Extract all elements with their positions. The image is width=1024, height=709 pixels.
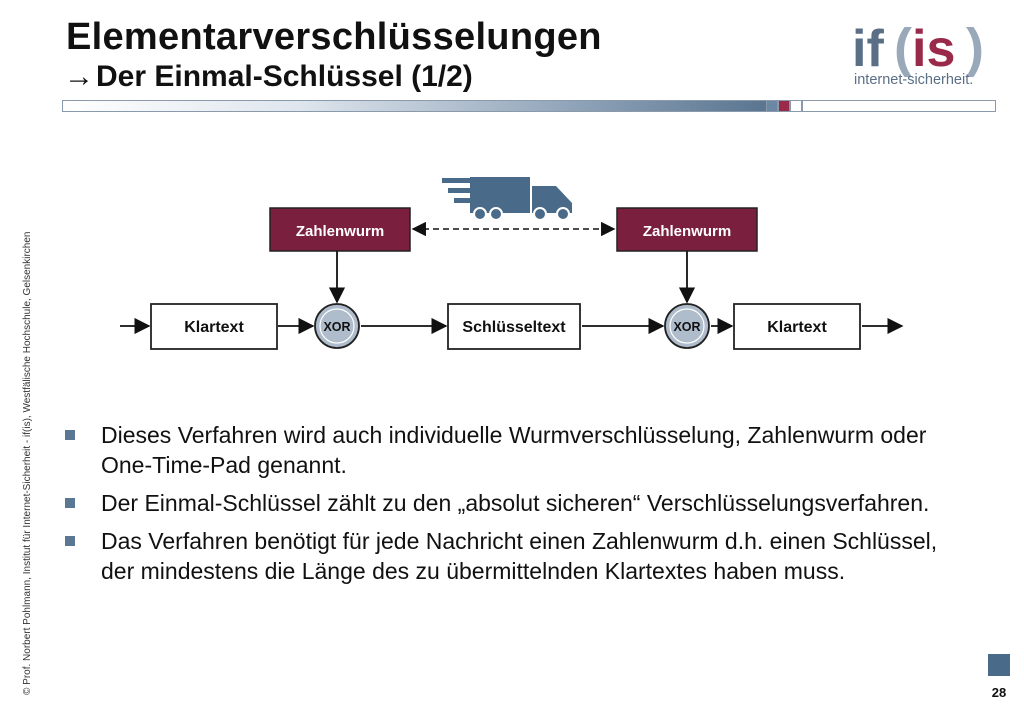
- xor-left-label: XOR: [323, 320, 350, 334]
- bullet-list: Dieses Verfahren wird auch individuelle …: [64, 420, 964, 594]
- plaintext-box-right: Klartext: [733, 303, 861, 350]
- logo-paren-right: ): [966, 18, 984, 78]
- slide-subtitle-text: Der Einmal-Schlüssel (1/2): [96, 60, 473, 93]
- plaintext-left-label: Klartext: [184, 319, 244, 336]
- bullet-text: Der Einmal-Schlüssel zählt zu den „absol…: [101, 490, 930, 516]
- bullet-item: Der Einmal-Schlüssel zählt zu den „absol…: [64, 488, 964, 518]
- header-bar-segment-3: [802, 100, 996, 112]
- xor-node-right: XOR: [664, 303, 710, 349]
- xor-node-left: XOR: [314, 303, 360, 349]
- delivery-truck-icon: [442, 177, 572, 221]
- bullet-item: Dieses Verfahren wird auch individuelle …: [64, 420, 964, 480]
- logo-tagline: internet-sicherheit.: [854, 72, 974, 88]
- logo-is-letters: is: [912, 20, 955, 78]
- page-marker-square: [988, 654, 1010, 676]
- bullet-text: Dieses Verfahren wird auch individuelle …: [101, 422, 927, 478]
- slide-title: Elementarverschlüsselungen: [66, 16, 602, 58]
- key-box-left: Zahlenwurm: [269, 207, 411, 252]
- bullet-square-icon: [65, 536, 75, 546]
- header-bar-segment-accent: [778, 100, 790, 112]
- ifis-logo: if ( is ): [852, 18, 984, 78]
- bullet-text: Das Verfahren benötigt für jede Nachrich…: [101, 528, 938, 584]
- bullet-square-icon: [65, 498, 75, 508]
- ciphertext-label: Schlüsseltext: [462, 319, 566, 336]
- page-number: 28: [991, 685, 1007, 700]
- ciphertext-box: Schlüsseltext: [447, 303, 581, 350]
- logo-if-letters: if: [852, 20, 884, 78]
- header-bar-segment-1: [766, 100, 778, 112]
- plaintext-right-label: Klartext: [767, 319, 827, 336]
- slide-subtitle: →Der Einmal-Schlüssel (1/2): [64, 60, 473, 94]
- key-box-right-label: Zahlenwurm: [643, 223, 731, 240]
- header-bar-segment-2: [790, 100, 802, 112]
- key-box-right: Zahlenwurm: [616, 207, 758, 252]
- bullet-item: Das Verfahren benötigt für jede Nachrich…: [64, 526, 964, 586]
- arrow-right-icon: →: [64, 60, 94, 93]
- bullet-square-icon: [65, 430, 75, 440]
- plaintext-box-left: Klartext: [150, 303, 278, 350]
- key-box-left-label: Zahlenwurm: [296, 223, 384, 240]
- xor-right-label: XOR: [673, 320, 700, 334]
- logo-paren-left: (: [894, 18, 912, 78]
